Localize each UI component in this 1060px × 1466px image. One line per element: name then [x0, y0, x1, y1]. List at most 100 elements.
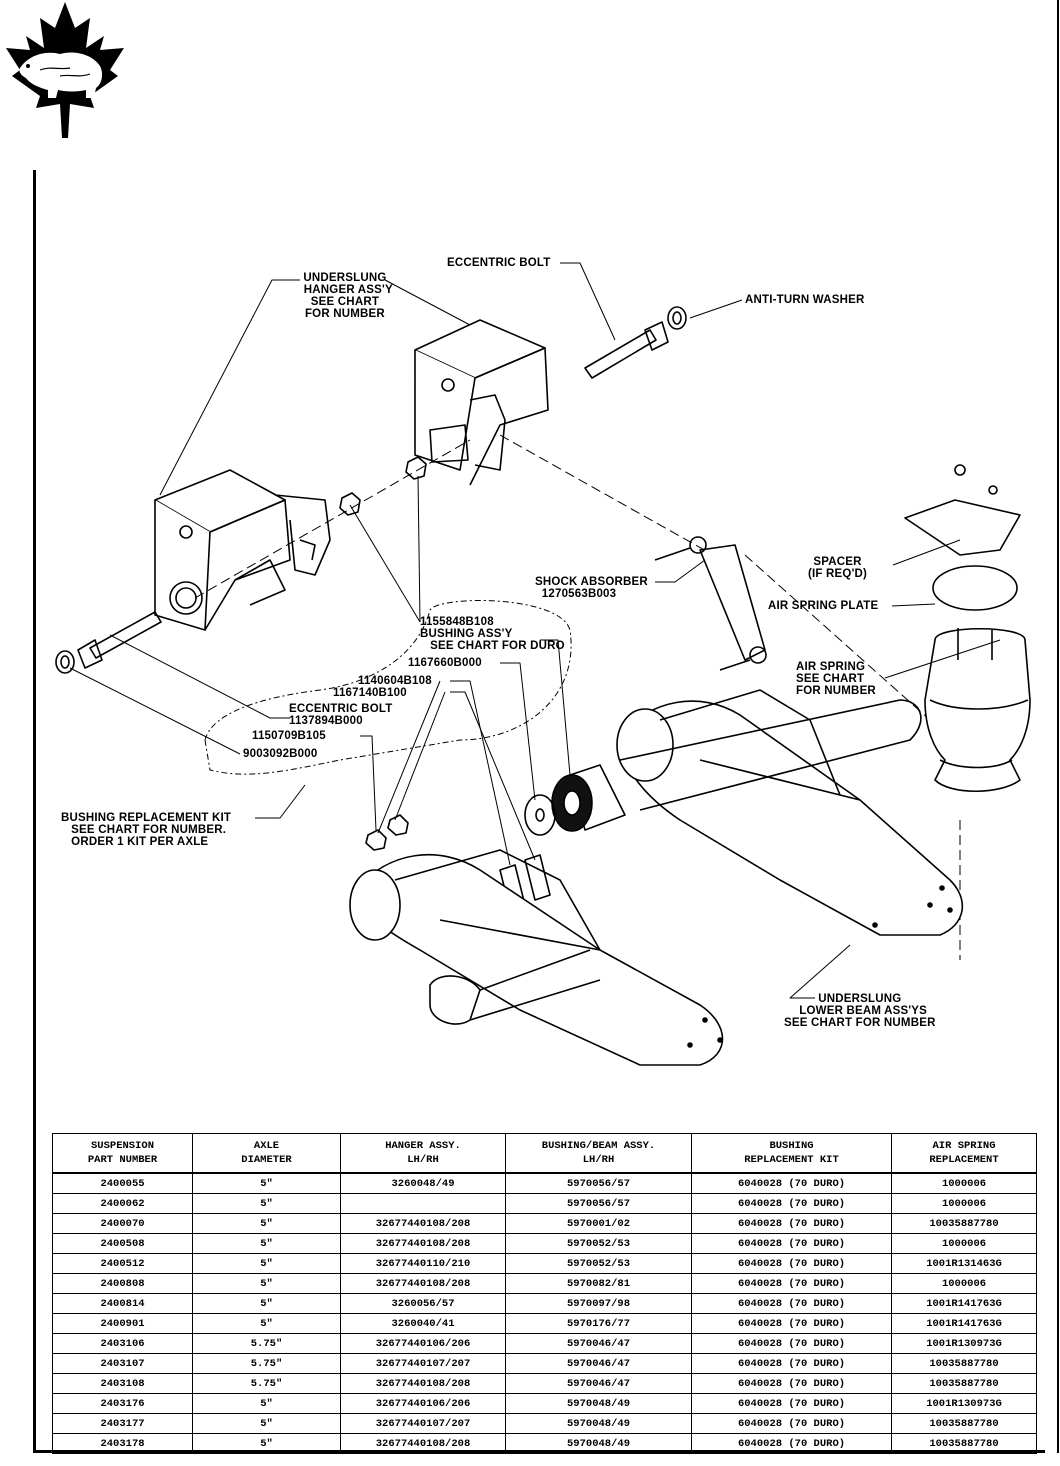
table-cell: 10035887780 — [891, 1373, 1037, 1394]
table-cell: 5970097/98 — [505, 1293, 692, 1314]
table-cell: 5" — [192, 1433, 341, 1454]
column-header: AIR SPRING REPLACEMENT — [891, 1133, 1037, 1174]
table-cell: 2400901 — [52, 1313, 193, 1334]
label-spacer: SPACER (IF REQ'D) — [808, 556, 868, 580]
table-cell: 2403176 — [52, 1393, 193, 1414]
table-cell: 2400508 — [52, 1233, 193, 1254]
table-cell: 3260040/41 — [340, 1313, 506, 1334]
column-header: BUSHING/BEAM ASSY. LH/RH — [505, 1133, 692, 1174]
table-cell: 2400062 — [52, 1193, 193, 1214]
label-part-9003092: 9003092B000 — [243, 748, 318, 760]
right-hanger — [414, 319, 549, 486]
right-lower-beam — [616, 689, 964, 936]
label-air-spring-plate: AIR SPRING PLATE — [768, 600, 879, 612]
table-cell: 6040028 (70 DURO) — [691, 1253, 892, 1274]
hanger-nuts — [339, 456, 427, 516]
table-cell: 32677440108/208 — [340, 1433, 506, 1454]
table-cell: 2403108 — [52, 1373, 193, 1394]
label-part-1167140: 1167140B100 — [333, 687, 407, 699]
table-cell: 3260056/57 — [340, 1293, 506, 1314]
table-cell: 3260048/49 — [340, 1172, 506, 1194]
table-cell: 5970056/57 — [505, 1193, 692, 1214]
table-cell: 5970046/47 — [505, 1353, 692, 1374]
table-cell: 2403106 — [52, 1333, 193, 1354]
table-cell: 5970082/81 — [505, 1273, 692, 1294]
table-cell: 5970056/57 — [505, 1172, 692, 1194]
table-cell: 6040028 (70 DURO) — [691, 1433, 892, 1454]
table-cell: 32677440108/208 — [340, 1213, 506, 1234]
column-header: HANGER ASSY. LH/RH — [340, 1133, 506, 1174]
table-cell: 6040028 (70 DURO) — [691, 1353, 892, 1374]
table-cell: 1000006 — [891, 1233, 1037, 1254]
table-cell: 32677440107/207 — [340, 1413, 506, 1434]
table-cell: 5970176/77 — [505, 1313, 692, 1334]
table-cell: 10035887780 — [891, 1213, 1037, 1234]
label-part-1167660: 1167660B000 — [408, 657, 482, 669]
assembly-centerlines — [194, 434, 961, 960]
table-cell: 1000006 — [891, 1273, 1037, 1294]
table-cell: 2403177 — [52, 1413, 193, 1434]
table-cell: 6040028 (70 DURO) — [691, 1373, 892, 1394]
table-cell: 1001R141763G — [891, 1313, 1037, 1334]
table-cell: 32677440106/206 — [340, 1333, 506, 1354]
table-cell: 10035887780 — [891, 1433, 1037, 1454]
table-cell: 1001R131463G — [891, 1253, 1037, 1274]
table-cell: 2400055 — [52, 1172, 193, 1194]
table-cell: 6040028 (70 DURO) — [691, 1172, 892, 1194]
table-cell: 5970046/47 — [505, 1333, 692, 1354]
table-cell: 2400070 — [52, 1213, 193, 1234]
table-cell: 5" — [192, 1233, 341, 1254]
shock-absorber — [654, 536, 767, 671]
table-cell: 5" — [192, 1273, 341, 1294]
table-cell: 5970048/49 — [505, 1433, 692, 1454]
table-cell: 32677440108/208 — [340, 1373, 506, 1394]
table-cell: 5.75" — [192, 1333, 341, 1354]
column-header: BUSHING REPLACEMENT KIT — [691, 1133, 892, 1174]
table-cell: 1001R130973G — [891, 1333, 1037, 1354]
air-spring-plate — [932, 565, 1018, 611]
table-cell: 1000006 — [891, 1193, 1037, 1214]
table-cell: 10035887780 — [891, 1413, 1037, 1434]
table-cell: 2400512 — [52, 1253, 193, 1274]
table-cell: 2403107 — [52, 1353, 193, 1374]
table-cell: 2400808 — [52, 1273, 193, 1294]
label-underslung-lower-beam: UNDERSLUNG LOWER BEAM ASS'YS SEE CHART F… — [784, 993, 936, 1029]
table-cell: 5.75" — [192, 1353, 341, 1374]
table-cell: 5970046/47 — [505, 1373, 692, 1394]
table-cell: 6040028 (70 DURO) — [691, 1193, 892, 1214]
eccentric-bolt-top — [584, 306, 687, 379]
label-bushing-replacement-kit: BUSHING REPLACEMENT KIT SEE CHART FOR NU… — [61, 812, 232, 848]
suspension-exploded-diagram — [55, 262, 1031, 1066]
table-cell: 5" — [192, 1313, 341, 1334]
column-header: SUSPENSION PART NUMBER — [52, 1133, 193, 1174]
bushing — [524, 764, 626, 836]
table-cell: 2403178 — [52, 1433, 193, 1454]
maple-leaf-bear-logo — [6, 2, 124, 138]
table-cell — [340, 1193, 506, 1214]
table-cell: 6040028 (70 DURO) — [691, 1393, 892, 1414]
eccentric-bolt-lower — [55, 611, 162, 674]
table-cell: 5" — [192, 1172, 341, 1194]
label-shock-absorber: SHOCK ABSORBER 1270563B003 — [535, 576, 648, 600]
table-cell: 5970048/49 — [505, 1393, 692, 1414]
air-spring — [924, 628, 1031, 793]
table-cell: 6040028 (70 DURO) — [691, 1213, 892, 1234]
table-cell: 32677440110/210 — [340, 1253, 506, 1274]
table-cell: 32677440108/208 — [340, 1233, 506, 1254]
table-cell: 5970048/49 — [505, 1413, 692, 1434]
table-cell: 1001R130973G — [891, 1393, 1037, 1414]
spacer — [904, 464, 1021, 556]
